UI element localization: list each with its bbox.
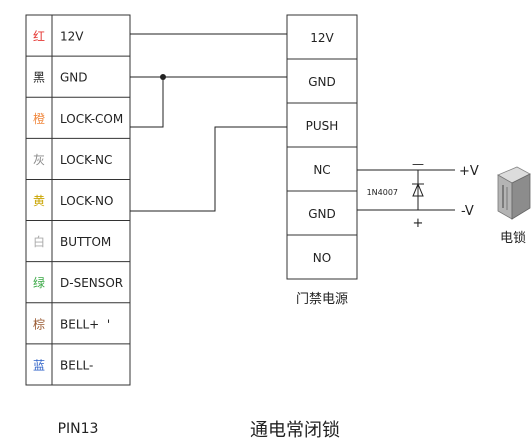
access-power-title: 门禁电源: [296, 292, 348, 307]
pin13-wire-color: 蓝: [33, 358, 45, 372]
pin13-terminal-label: BUTTOM: [60, 235, 111, 249]
pin13-terminal-label: 12V: [60, 30, 84, 44]
wires: [130, 33, 455, 212]
diode-symbol: [412, 170, 424, 210]
wire-lock-no-to-push: [130, 126, 287, 212]
power-terminal-label: NC: [313, 163, 330, 177]
pin13-title: PIN13: [58, 421, 99, 437]
diode-plus-mark: +: [413, 216, 424, 231]
pin13-wire-color: 红: [33, 29, 45, 44]
pin13-terminal-label: GND: [60, 71, 88, 85]
pin13-wire-color: 黄: [33, 194, 45, 208]
power-terminal-label: 12V: [310, 31, 334, 45]
lock-side-face: [511, 173, 531, 220]
pin13-wire-color: 灰: [33, 153, 45, 167]
electric-lock-icon: [497, 166, 531, 220]
pin13-terminal-label: LOCK-NC: [60, 153, 112, 167]
pin13-terminal-block: [25, 14, 131, 386]
access-power-block: [286, 14, 358, 280]
pin13-wire-color: 黑: [33, 71, 45, 85]
power-terminal-label: PUSH: [306, 119, 339, 133]
pin13-terminal-label: LOCK-COM: [60, 112, 123, 126]
diode-triangle: [412, 182, 424, 197]
pin13-terminal-label: D-SENSOR: [60, 276, 123, 290]
pin13-block-border: [25, 14, 131, 386]
diode-minus-mark: —: [412, 157, 424, 171]
pin13-wire-color: 橙: [33, 111, 45, 126]
lock-minus-label: -V: [461, 204, 474, 219]
wire-lock-com: [130, 77, 164, 128]
power-terminal-label: NO: [313, 251, 331, 265]
diagram-caption: 通电常闭锁: [250, 420, 340, 440]
pin13-terminal-label: LOCK-NO: [60, 194, 113, 208]
pin13-wire-color: 棕: [33, 316, 45, 331]
lock-front-face: [497, 174, 513, 220]
pin13-wire-color: 白: [33, 234, 45, 249]
diode-label: 1N4007: [367, 188, 398, 197]
power-terminal-label: GND: [308, 207, 336, 221]
pin13-terminal-label: BELL-: [60, 358, 93, 372]
pin13-wire-color: 绿: [33, 275, 45, 290]
lock-name: 电锁: [500, 230, 526, 246]
lock-plus-label: +V: [459, 164, 479, 179]
pin13-terminal-label: BELL+ ': [60, 317, 110, 331]
junction-dot: [160, 74, 166, 80]
power-terminal-label: GND: [308, 75, 336, 89]
